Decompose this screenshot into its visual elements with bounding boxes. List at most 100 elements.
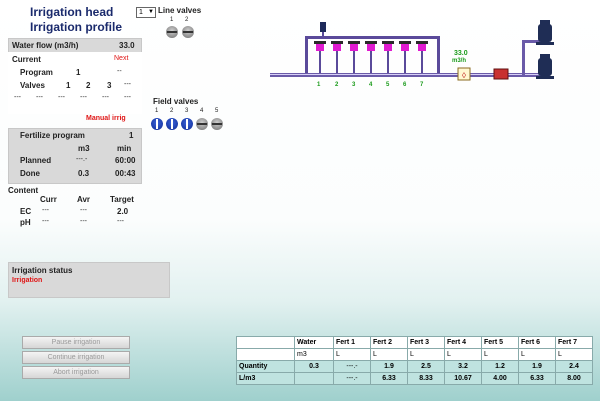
col-avr-header: Avr	[77, 195, 91, 204]
fert-valve-2-icon[interactable]	[331, 41, 343, 74]
table-header-cell: Fert 5	[481, 336, 519, 349]
riser-pipe	[522, 40, 525, 76]
field-valves-label: Field valves	[153, 97, 199, 106]
water-flow-label: Water flow (m3/h)	[12, 41, 79, 50]
col-target-header: Target	[110, 195, 134, 204]
water-flow-value: 33.0	[119, 41, 135, 50]
valve-number: 5	[386, 82, 390, 88]
quantity-cell: 1.9	[518, 360, 556, 373]
flow-value: 33.0	[454, 50, 468, 57]
next-label: Next	[114, 55, 129, 62]
field-valve-1-icon[interactable]	[151, 118, 163, 130]
field-valve-number: 4	[200, 108, 204, 114]
irrigation-head-select[interactable]: 1 ▼	[136, 7, 156, 18]
field-valve-3-icon[interactable]	[181, 118, 193, 130]
field-valve-4-icon[interactable]	[196, 118, 208, 130]
content-title: Content	[8, 186, 39, 195]
quantity-cell: 1.9	[370, 360, 408, 373]
valve-number: 1	[317, 82, 321, 88]
table-header-cell: Fert 6	[518, 336, 556, 349]
filter-icon	[493, 68, 509, 80]
line-valves-label: Line valves	[158, 6, 202, 15]
injector-pump-pipe	[322, 32, 324, 36]
program-label: Program	[20, 68, 53, 77]
table-header-cell: Fert 7	[555, 336, 593, 349]
valve-number: 3	[352, 82, 356, 88]
row-label: L/m3	[236, 372, 295, 385]
table-lm3-row: L/m3 ---.- 6.33 8.33 10.67 4.00 6.33 8.0…	[236, 372, 593, 385]
quantity-cell: ---.-	[333, 360, 371, 373]
line-valve-1-icon[interactable]	[166, 26, 178, 38]
done-label: Done	[20, 169, 40, 178]
lm3-cell	[294, 372, 334, 385]
dash-cell: ---	[124, 94, 131, 101]
irrigation-head-value: 1	[139, 9, 143, 16]
planned-min: 60:00	[115, 156, 136, 165]
valves-value: 3	[107, 81, 112, 90]
manual-irrig-link[interactable]: Manual irrig	[86, 115, 126, 122]
flow-unit: m3/h	[452, 58, 467, 64]
ec-curr: ---	[42, 207, 49, 214]
lm3-cell: 6.33	[518, 372, 556, 385]
abort-irrigation-button[interactable]: Abort irrigation	[22, 366, 130, 379]
field-valve-2-icon[interactable]	[166, 118, 178, 130]
fert-valve-3-icon[interactable]	[348, 41, 360, 74]
irrigation-profile-label: Irrigation profile	[30, 20, 123, 34]
pump-2-icon[interactable]	[536, 54, 554, 79]
col-min-header: min	[117, 144, 132, 153]
fertilize-panel	[8, 128, 142, 184]
fertigation-diagram-svg: ◊	[270, 20, 554, 81]
dash-cell: ---	[58, 94, 65, 101]
table-header-cell: Fert 2	[370, 336, 408, 349]
line-valve-2-icon[interactable]	[182, 26, 194, 38]
fertilize-program-value: 1	[129, 131, 134, 140]
irrigation-status-panel	[8, 262, 170, 298]
valve-number: 2	[335, 82, 339, 88]
left-manifold-pipe	[305, 36, 308, 74]
valve-number: 7	[420, 82, 424, 88]
fert-valve-4-icon[interactable]	[365, 41, 377, 74]
unit-cell: L	[518, 348, 556, 361]
table-cell	[236, 348, 295, 361]
fert-valve-5-icon[interactable]	[382, 41, 394, 74]
fertilizer-table: Water Fert 1 Fert 2 Fert 3 Fert 4 Fert 5…	[236, 336, 593, 385]
pump-1-icon[interactable]	[536, 20, 554, 45]
ph-target: ---	[117, 218, 124, 225]
ph-label: pH	[20, 218, 31, 227]
fert-valve-7-icon[interactable]	[416, 41, 428, 74]
program-next: --	[117, 68, 122, 75]
dash-cell: ---	[102, 94, 109, 101]
line-valve-number: 1	[170, 17, 174, 23]
continue-irrigation-button[interactable]: Continue irrigation	[22, 351, 130, 364]
lm3-cell: 8.33	[407, 372, 445, 385]
valves-value: 1	[66, 81, 71, 90]
lm3-cell: ---.-	[333, 372, 371, 385]
valves-value: ---	[124, 81, 131, 88]
valves-value: 2	[86, 81, 91, 90]
done-min: 00:43	[115, 169, 136, 178]
valve-number: 4	[369, 82, 373, 88]
flow-meter-icon	[457, 67, 471, 81]
valve-number: 6	[403, 82, 407, 88]
table-header-row: Water Fert 1 Fert 2 Fert 3 Fert 4 Fert 5…	[236, 336, 593, 349]
top-pump-pipe	[522, 40, 542, 43]
unit-cell: L	[407, 348, 445, 361]
ec-avr: ---	[80, 207, 87, 214]
done-m3: 0.3	[78, 169, 90, 178]
field-valve-5-icon[interactable]	[211, 118, 223, 130]
fert-valve-1-icon[interactable]	[314, 41, 326, 74]
unit-cell: L	[370, 348, 408, 361]
planned-label: Planned	[20, 156, 52, 165]
right-manifold-pipe	[437, 36, 440, 74]
fert-valve-6-icon[interactable]	[399, 41, 411, 74]
unit-cell: m3	[294, 348, 334, 361]
table-units-row: m3 L L L L L L L	[236, 348, 593, 361]
pause-irrigation-button[interactable]: Pause irrigation	[22, 336, 130, 349]
planned-m3: ---.-	[76, 156, 88, 163]
irrigation-status-label: Irrigation status	[12, 266, 73, 275]
quantity-cell: 2.5	[407, 360, 445, 373]
table-header-cell: Water	[294, 336, 334, 349]
quantity-cell: 2.4	[555, 360, 593, 373]
quantity-cell: 0.3	[294, 360, 334, 373]
ec-target: 2.0	[117, 207, 129, 216]
